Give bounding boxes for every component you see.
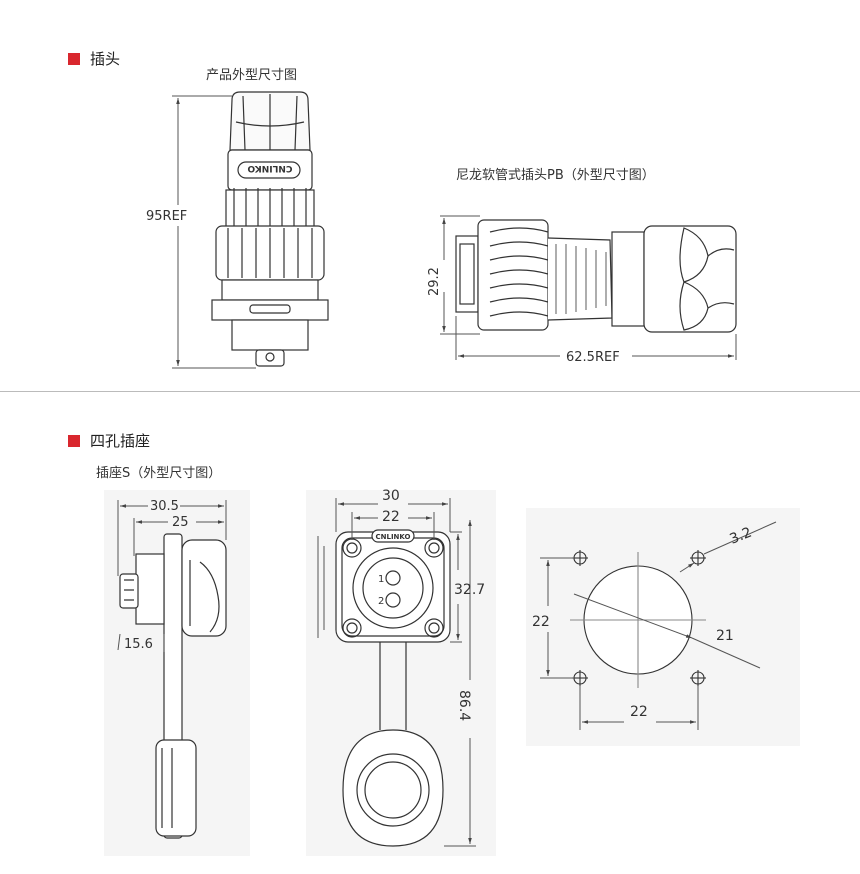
dim-22-front-label: 22 (382, 509, 400, 525)
front-brand-label: CNLINKO (376, 533, 411, 541)
panel-cutout-drawing (570, 550, 706, 688)
dim-front-view (317, 498, 476, 847)
dim-side-view (117, 500, 227, 652)
dim-32-7-label: 32.7 (454, 582, 485, 598)
section-divider (0, 391, 860, 392)
red-square-icon (68, 434, 80, 447)
socket-front-drawing (335, 529, 451, 847)
pin-2-label: 2 (378, 596, 384, 607)
dim-30-5-label: 30.5 (150, 499, 179, 514)
plug-drawing (211, 91, 329, 367)
pb-caption: 尼龙软管式插头PB（外型尺寸图） (456, 168, 655, 183)
red-square-icon (68, 52, 80, 65)
socket-side-drawing (119, 533, 227, 839)
plug-brand-label: CNLINKO (247, 163, 292, 173)
dim-15-6-label: 15.6 (124, 637, 153, 652)
section-socket-header: 四孔插座 (68, 430, 150, 451)
section-socket-title: 四孔插座 (90, 432, 151, 450)
dim-95ref-label: 95REF (146, 209, 187, 224)
dim-3-2-label: 3.2 (728, 525, 755, 548)
section-plug-title: 插头 (90, 50, 121, 68)
dim-plug-length (172, 95, 256, 369)
section-plug-header: 插头 (68, 48, 120, 69)
dim-pb-height (440, 215, 480, 335)
dim-29-2-label: 29.2 (427, 267, 442, 296)
socket-caption: 插座S（外型尺寸图） (96, 466, 222, 481)
dim-pb-length (455, 316, 737, 360)
pin-1-label: 1 (378, 574, 384, 585)
plug-caption: 产品外型尺寸图 (206, 68, 298, 83)
dim-21-label: 21 (716, 628, 734, 644)
dim-22-vertical-label: 22 (532, 614, 550, 630)
dim-86-4-label: 86.4 (456, 690, 472, 721)
dim-25-label: 25 (172, 515, 189, 530)
dim-30-label: 30 (382, 488, 400, 504)
pb-plug-drawing (455, 219, 737, 333)
dim-panel-cutout (540, 521, 777, 730)
dim-62-5ref-label: 62.5REF (566, 350, 620, 365)
dim-22-horizontal-label: 22 (630, 704, 648, 720)
